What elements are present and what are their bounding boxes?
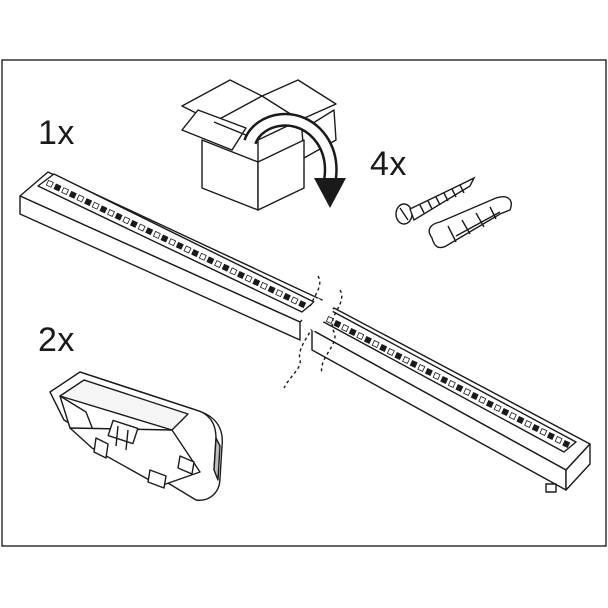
led-chip [221, 263, 230, 272]
led-chip [470, 392, 479, 400]
led-chip [61, 187, 70, 196]
led-chip [145, 227, 154, 236]
led-chip [160, 234, 169, 243]
led-chip [76, 194, 85, 203]
led-chip [409, 360, 418, 368]
end-cap [49, 371, 223, 501]
led-chip [129, 219, 138, 228]
led-chip [493, 404, 502, 412]
led-chip [463, 388, 472, 396]
rail-quantity-label: 1x [38, 114, 75, 152]
led-chip [183, 245, 192, 254]
led-chip [237, 271, 245, 279]
led-chip [501, 408, 510, 416]
led-chip [478, 396, 487, 404]
led-chip [191, 249, 200, 258]
led-chip [282, 292, 291, 301]
led-chip [432, 372, 441, 380]
led-chip [325, 316, 334, 324]
led-chip [252, 278, 261, 287]
led-chip [84, 198, 93, 207]
open-box-icon [181, 79, 337, 211]
led-chip [122, 216, 131, 225]
led-chip [275, 289, 284, 298]
led-chip [531, 424, 540, 432]
led-chip [333, 320, 342, 328]
led-chip [114, 212, 123, 221]
led-chip [485, 400, 494, 408]
led-chip [99, 205, 108, 214]
led-chip [424, 368, 433, 376]
led-chip [386, 348, 395, 356]
led-chip [546, 432, 555, 440]
led-chip [45, 179, 54, 188]
led-chip [539, 428, 548, 436]
led-chip [371, 340, 380, 348]
led-chip [440, 376, 449, 384]
led-chip [214, 260, 223, 269]
led-chip [290, 296, 299, 305]
led-chip [198, 252, 207, 261]
led-chip [417, 364, 426, 372]
rotate-arrow-icon [243, 112, 346, 208]
led-chip [379, 344, 388, 352]
led-chip [168, 238, 177, 247]
led-chip [298, 300, 307, 309]
wall-plug-icon [428, 196, 512, 249]
led-chip [363, 336, 372, 344]
led-chip [524, 420, 533, 428]
led-chip [267, 285, 276, 294]
led-chip [206, 256, 215, 265]
rail-break-gap [300, 298, 334, 332]
led-chip [91, 201, 100, 210]
led-chip [516, 416, 525, 424]
led-chip [259, 281, 268, 290]
led-chip [508, 412, 517, 420]
led-chip [394, 352, 403, 360]
led-chip [402, 356, 411, 364]
led-chip [562, 440, 571, 448]
led-chip [229, 267, 238, 276]
led-chip [175, 241, 184, 250]
led-chip [244, 274, 253, 283]
end-caps-quantity-label: 2x [38, 321, 75, 359]
rail-break-marks [283, 275, 343, 389]
led-chip [68, 190, 77, 199]
led-chip [107, 209, 115, 217]
screws-quantity-label: 4x [370, 145, 407, 183]
led-chip [53, 183, 62, 192]
led-chip [356, 332, 365, 340]
led-chip [137, 223, 146, 232]
led-chip [554, 436, 563, 444]
led-chip [341, 324, 350, 332]
led-chip [447, 380, 456, 388]
led-chip [152, 230, 161, 239]
led-chip [348, 328, 357, 336]
led-chip [455, 384, 464, 392]
led-chip-row [45, 179, 571, 448]
screw-icon [395, 176, 476, 225]
